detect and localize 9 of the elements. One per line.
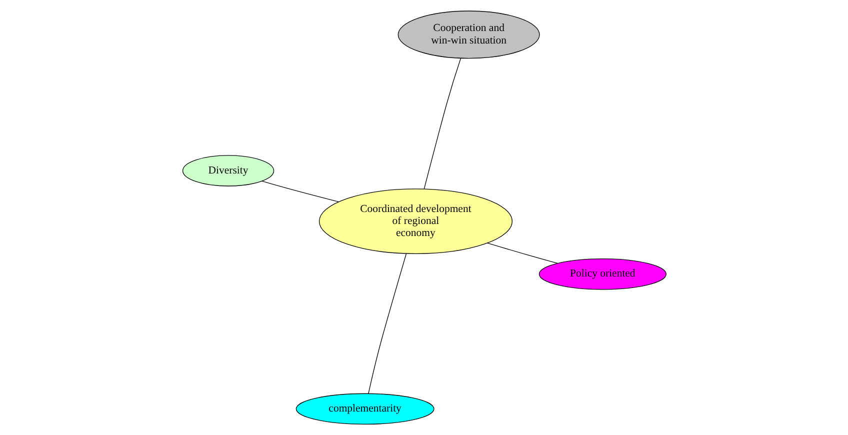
node-ellipse: Policy oriented <box>538 258 666 290</box>
node-ellipse: complementarity <box>295 393 434 425</box>
connector <box>423 58 461 190</box>
node-ellipse: Cooperation and win-win situation <box>397 10 540 59</box>
node-ellipse: Coordinated development of regional economy <box>318 188 512 254</box>
node-ellipse: Diversity <box>182 155 274 186</box>
connector <box>368 253 406 394</box>
connector <box>261 180 339 202</box>
connector <box>486 242 558 264</box>
